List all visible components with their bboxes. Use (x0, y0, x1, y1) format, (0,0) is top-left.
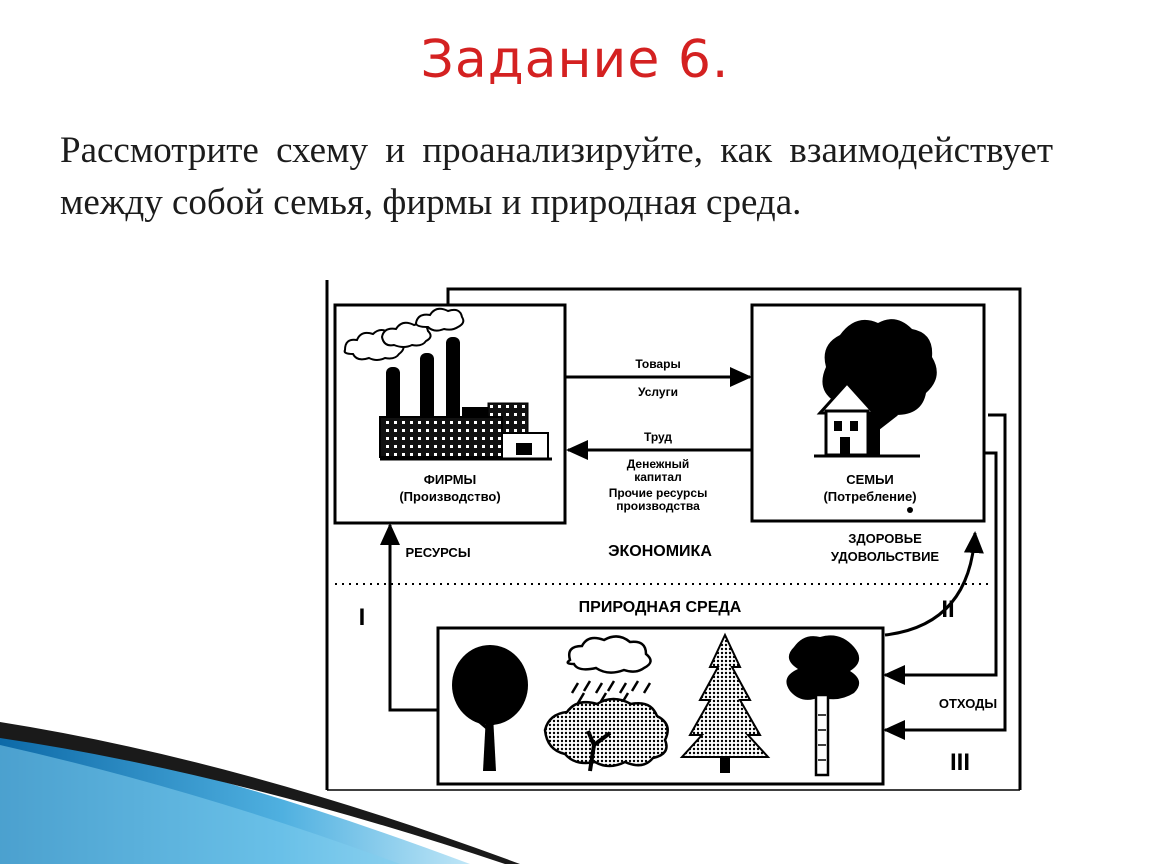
households-subtitle: (Потребление) (823, 489, 916, 504)
rain-cloud-icon (566, 635, 652, 704)
waste-label: ОТХОДЫ (939, 696, 997, 711)
other-resources-label-2: производства (616, 499, 700, 513)
roman-one-label: I (359, 604, 366, 631)
roman-three-label: III (950, 749, 970, 776)
nature-label: ПРИРОДНАЯ СРЕДА (579, 599, 742, 616)
other-resources-label-1: Прочие ресурсы (609, 486, 708, 500)
economy-nature-diagram: ФИРМЫ (Производство) СЕМЬИ (Потребление)… (325, 280, 1022, 791)
factory-icon (379, 337, 552, 461)
labor-label: Труд (644, 430, 672, 444)
goods-label: Товары (635, 357, 680, 371)
health-label: ЗДОРОВЬЕ (848, 531, 922, 546)
health-arrow (884, 531, 984, 637)
firms-title: ФИРМЫ (424, 472, 477, 487)
tree-house-icon (814, 319, 937, 458)
slide-title: Задание 6. (420, 30, 730, 90)
waste-line-firms (883, 413, 1007, 740)
money-label-1: Денежный (627, 457, 690, 471)
resources-label: РЕСУРСЫ (405, 545, 470, 560)
pleasure-label: УДОВОЛЬСТВИЕ (831, 549, 940, 564)
firms-box: ФИРМЫ (Производство) (333, 303, 567, 525)
fir-tree-icon (679, 632, 771, 773)
households-box: СЕМЬИ (Потребление) (750, 303, 986, 523)
shrub-icon (543, 697, 669, 772)
top-loop-line (446, 287, 1022, 790)
task-text: Рассмотрите схему и проанализируйте, как… (60, 130, 1053, 223)
firms-subtitle: (Производство) (399, 489, 500, 504)
waste-line-households (883, 451, 998, 685)
households-title: СЕМЬИ (846, 472, 894, 487)
pine-tree-icon (786, 635, 860, 777)
services-label: Услуги (638, 385, 678, 399)
smoke-cloud-icon (343, 307, 465, 361)
money-label-2: капитал (634, 470, 681, 484)
roman-two-label: II (941, 596, 954, 623)
nature-box (436, 626, 885, 786)
economy-label: ЭКОНОМИКА (608, 543, 712, 560)
resources-arrow (380, 523, 438, 712)
